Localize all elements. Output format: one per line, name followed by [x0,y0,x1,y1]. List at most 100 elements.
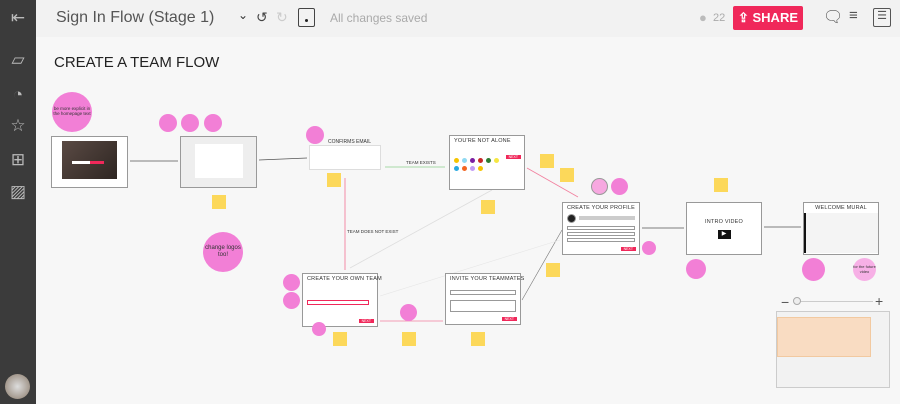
next-button[interactable]: NEXT [501,317,517,321]
color-swatch[interactable] [470,158,475,163]
star-icon[interactable]: ☆ [10,116,26,135]
note-circle[interactable] [181,114,199,132]
zoom-slider-handle[interactable] [793,297,801,305]
left-toolbar: ⇤ ▱ ◔ ☆ ⊞ ▨ [0,0,36,404]
frame-invite[interactable]: INVITE YOUR TEAMMATES NEXT [445,273,525,325]
frame-title: INVITE YOUR TEAMMATES [450,276,525,282]
homepage-screenshot [62,141,117,179]
exit-icon[interactable]: ⇤ [10,8,26,27]
frame-title: WELCOME MURAL [815,205,867,211]
connector-arrow [526,167,579,198]
zoom-slider[interactable] [797,301,873,302]
frame-title: YOU'RE NOT ALONE [454,138,511,144]
color-swatch[interactable] [486,158,491,163]
note-circle[interactable] [306,126,324,144]
outline-icon[interactable] [298,8,315,27]
frame-intro-video[interactable]: INTRO VIDEO ▶ [686,202,762,255]
note-circle[interactable] [400,304,417,321]
avatar-icon [567,214,576,223]
sticky-note[interactable] [560,168,574,182]
join-button[interactable]: NEXT [505,155,521,159]
team-name-field[interactable] [307,300,369,305]
grid-icon[interactable]: ⊞ [10,150,26,169]
note-circle[interactable] [283,274,300,291]
sticky-note[interactable] [546,263,560,277]
color-swatch[interactable] [454,166,459,171]
label-team-not-exist: TEAM DOES NOT EXIST [347,229,399,234]
sticky-note[interactable] [402,332,416,346]
note-circle[interactable] [591,178,608,195]
frame-title: INTRO VIDEO [705,219,743,225]
note-circle[interactable] [686,259,706,279]
frame-not-alone[interactable]: YOU'RE NOT ALONE NEXT [449,135,525,190]
shapes-icon[interactable]: ◔ [12,85,24,104]
board-title[interactable]: Sign In Flow (Stage 1) [56,9,215,26]
image-icon[interactable]: ▨ [9,182,27,201]
color-swatch[interactable] [454,158,459,163]
redo-icon[interactable]: ↻ [276,9,288,25]
sticky-note[interactable] [481,200,495,214]
members-icon[interactable]: ● [699,10,707,25]
note-circle[interactable] [204,114,222,132]
sticky-note[interactable] [540,154,554,168]
emails-textarea[interactable] [450,300,516,312]
frame-confirm-email[interactable] [309,145,381,170]
email-field[interactable] [450,290,516,295]
note-circle[interactable] [312,322,326,336]
frame-title: CREATE YOUR OWN TEAM [307,276,382,282]
team-swatches [454,158,499,171]
chevron-down-icon[interactable]: ⌄ [238,8,249,22]
comments-icon[interactable]: 🗨 [823,9,844,26]
color-swatch[interactable] [478,158,483,163]
color-swatch[interactable] [494,158,499,163]
minimap[interactable] [776,311,890,388]
field[interactable] [567,232,635,236]
user-avatar[interactable] [5,374,30,399]
undo-icon[interactable]: ↺ [256,9,268,25]
outline-list-icon[interactable]: ☰ [873,8,891,27]
zoom-in-button[interactable]: + [875,293,884,309]
field[interactable] [567,238,635,242]
frame-homepage[interactable] [51,136,128,188]
frame-own-team[interactable]: CREATE YOUR OWN TEAM NEXT [302,273,382,327]
next-button[interactable]: NEXT [358,319,374,323]
note-circle[interactable] [802,258,825,281]
save-status: All changes saved [330,11,428,25]
color-swatch[interactable] [462,166,467,171]
color-swatch[interactable] [470,166,475,171]
name-field[interactable] [567,226,635,230]
note-circle[interactable] [283,292,300,309]
color-swatch[interactable] [478,166,483,171]
activity-icon[interactable]: ≡ [849,7,858,24]
sticky-note[interactable] [212,195,226,209]
note-logos[interactable]: change logos too! [203,232,243,272]
frame-welcome-mural[interactable]: WELCOME MURAL [803,202,879,255]
sticky-note[interactable] [333,332,347,346]
connector-arrow [379,239,561,297]
color-swatch[interactable] [462,158,467,163]
next-button[interactable]: NEXT [620,247,636,251]
note-future[interactable]: for the future video [853,258,876,281]
minimap-viewport[interactable] [777,317,871,357]
zoom-out-button[interactable]: − [781,294,790,310]
note-circle[interactable] [611,178,628,195]
sticky-note-icon[interactable]: ▱ [11,50,25,69]
connector-arrow [349,189,493,269]
sticky-note[interactable] [714,178,728,192]
frame-check-email[interactable] [180,136,257,188]
canvas-heading: CREATE A TEAM FLOW [54,54,220,71]
frame-profile[interactable]: CREATE YOUR PROFILE NEXT [562,202,640,255]
sticky-note[interactable] [327,173,341,187]
note-homepage[interactable]: be more explicit in the homepage text [52,92,92,132]
note-circle[interactable] [159,114,177,132]
frame-title: CREATE YOUR PROFILE [566,205,636,211]
note-circle[interactable] [642,241,656,255]
sticky-note[interactable] [471,332,485,346]
share-button[interactable]: ⇪ SHARE [733,6,803,30]
member-count: 22 [713,12,726,24]
play-icon[interactable]: ▶ [717,230,731,239]
frame-title-confirm: CONFIRMS EMAIL [328,139,372,145]
top-bar: Sign In Flow (Stage 1) ⌄ ↺ ↻ All changes… [36,0,900,37]
share-label: SHARE [752,10,799,25]
